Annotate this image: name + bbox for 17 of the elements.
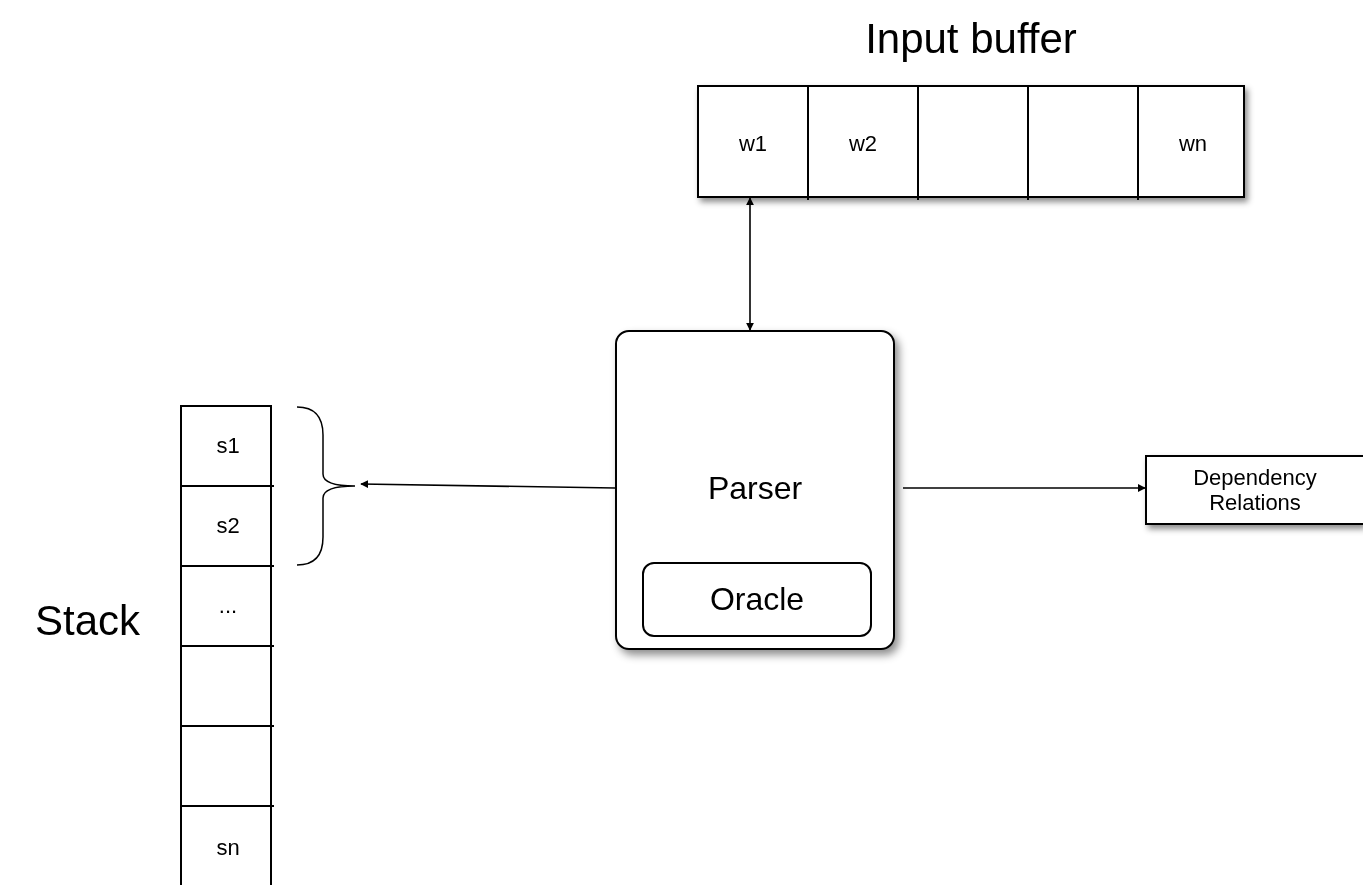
parser-label: Parser	[706, 470, 804, 507]
buffer-cell: wn	[1139, 87, 1247, 200]
stack-cell: ...	[182, 567, 274, 647]
buffer-cell: w1	[699, 87, 809, 200]
curly-brace	[295, 405, 357, 567]
stack-cell: s2	[182, 487, 274, 567]
arrow	[360, 480, 616, 489]
arrow	[746, 197, 754, 331]
stack-cell: s1	[182, 407, 274, 487]
arrow	[902, 484, 1146, 492]
heading: Input buffer	[864, 15, 1078, 63]
output-box: Dependency Relations	[1145, 455, 1363, 525]
parser-box	[615, 330, 895, 650]
buffer-cell: w2	[809, 87, 919, 200]
oracle-box: Oracle	[642, 562, 872, 637]
heading: Stack	[34, 597, 140, 645]
stack-cell: sn	[182, 807, 274, 885]
